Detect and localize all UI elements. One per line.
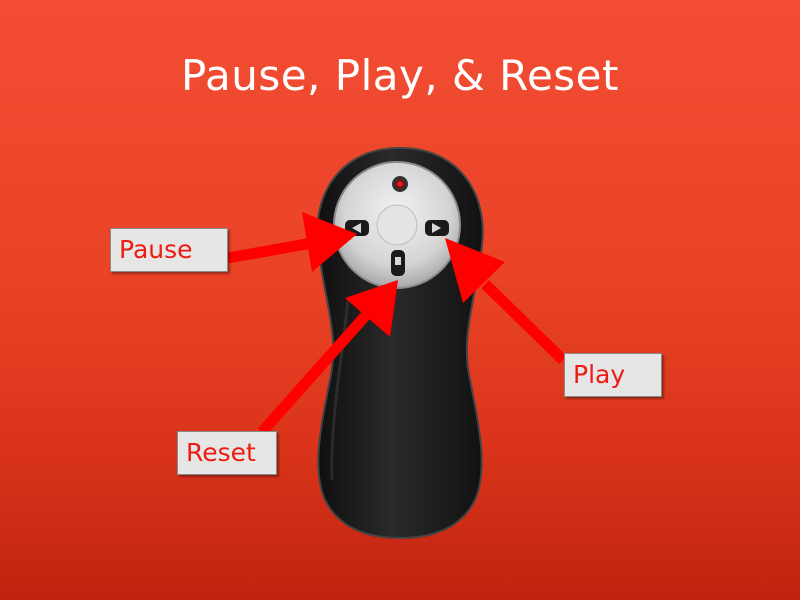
- presentation-remote: [316, 146, 484, 540]
- slide-title: Pause, Play, & Reset: [181, 51, 619, 100]
- play-arrow: [445, 238, 567, 364]
- reset-arrow: [257, 280, 398, 436]
- play-callout: Play: [564, 353, 662, 397]
- reset-button[interactable]: [391, 250, 405, 276]
- reset-label: Reset: [186, 438, 256, 467]
- pause-callout: Pause: [110, 228, 228, 272]
- laser-dot-icon: [392, 176, 408, 192]
- square-button-icon: [395, 257, 401, 265]
- pause-arrow: [227, 212, 357, 272]
- reset-callout: Reset: [177, 431, 277, 475]
- right-triangle-icon: [432, 223, 441, 233]
- play-label: Play: [573, 360, 626, 389]
- left-triangle-icon: [352, 223, 361, 233]
- pause-label: Pause: [119, 235, 193, 264]
- play-button[interactable]: [425, 220, 449, 236]
